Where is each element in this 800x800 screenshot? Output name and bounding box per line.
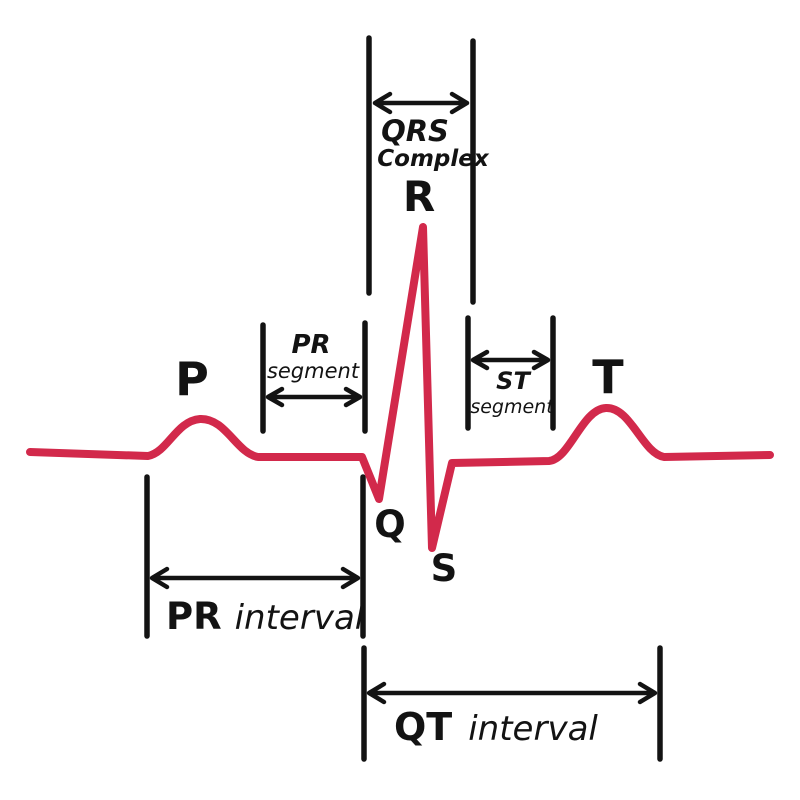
pr-interval-label: PR interval xyxy=(166,595,365,638)
qrs-span-arrow xyxy=(372,91,470,115)
qrs-complex-subtitle: Complex xyxy=(377,146,490,172)
r-wave-label: R xyxy=(403,172,435,221)
pr-segment-span-arrow xyxy=(265,386,363,408)
ecg-trace xyxy=(26,223,774,552)
st-segment-subtitle: segment xyxy=(470,396,555,418)
qt-interval-abbr: QT xyxy=(394,705,452,749)
s-wave-label: S xyxy=(431,547,458,590)
pr-segment-title: PR xyxy=(291,330,330,360)
qt-interval-span-arrow xyxy=(366,681,658,705)
pr-interval-word: interval xyxy=(235,598,365,638)
pr-segment-subtitle: segment xyxy=(267,359,360,383)
q-wave-label: Q xyxy=(374,503,405,546)
qt-interval-word: interval xyxy=(468,709,598,749)
qt-interval-label: QT interval xyxy=(394,705,598,749)
pr-interval-span-arrow xyxy=(149,566,361,590)
t-wave-label: T xyxy=(592,350,624,404)
p-wave-label: P xyxy=(175,352,209,406)
pr-interval-abbr: PR xyxy=(166,595,222,638)
qrs-complex-title: QRS xyxy=(381,114,449,148)
st-segment-span-arrow xyxy=(470,349,551,371)
st-segment-title: ST xyxy=(496,367,531,395)
